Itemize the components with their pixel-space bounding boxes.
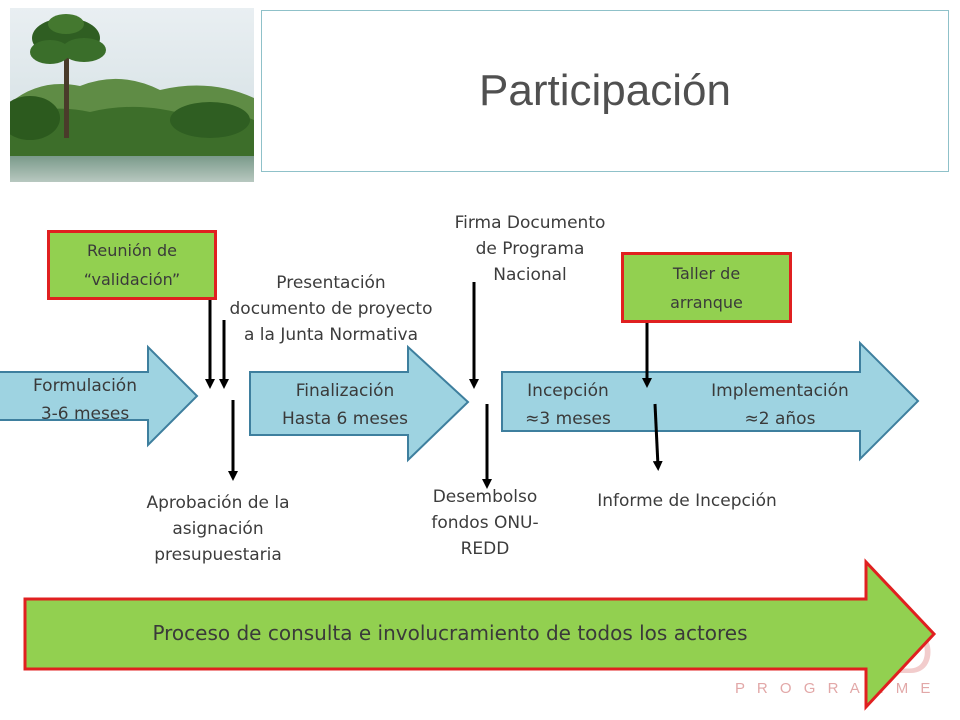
arrow-incepcion-implementacion bbox=[501, 340, 920, 462]
event-presentacion-line2: documento de proyecto bbox=[229, 299, 433, 319]
arrow-finalizacion bbox=[249, 344, 470, 463]
stage-formulacion-line1: Formulación bbox=[33, 376, 137, 396]
stage-implementacion: Implementación ≈2 años bbox=[690, 377, 870, 433]
event-informe-line1: Informe de Incepción bbox=[597, 491, 777, 511]
stage-finalizacion: Finalización Hasta 6 meses bbox=[270, 377, 420, 433]
event-taller-line2: arranque bbox=[670, 292, 743, 312]
event-aprobacion: Aprobación de la asignación presupuestar… bbox=[118, 490, 318, 568]
event-reunion-line1: Reunión de bbox=[87, 241, 177, 260]
event-reunion-box: Reunión de “validación” bbox=[47, 230, 217, 300]
stage-implementacion-line2: ≈2 años bbox=[744, 409, 816, 429]
event-desembolso-line2: fondos ONU- bbox=[431, 513, 539, 533]
stage-finalizacion-line1: Finalización bbox=[295, 381, 395, 401]
event-firma-line3: Nacional bbox=[493, 265, 567, 285]
event-aprobacion-line3: presupuestaria bbox=[154, 545, 282, 565]
event-aprobacion-line1: Aprobación de la bbox=[146, 493, 290, 513]
event-firma-line2: de Programa bbox=[475, 239, 585, 259]
event-presentacion: Presentación documento de proyecto a la … bbox=[206, 270, 456, 348]
event-aprobacion-line2: asignación bbox=[172, 519, 264, 539]
event-taller-box: Taller de arranque bbox=[621, 252, 792, 323]
stage-incepcion-line1: Incepción bbox=[527, 381, 609, 401]
event-desembolso-line3: REDD bbox=[460, 539, 510, 559]
event-presentacion-line1: Presentación bbox=[276, 273, 386, 293]
stage-incepcion-line2: ≈3 meses bbox=[525, 409, 611, 429]
line-informe bbox=[652, 403, 663, 471]
event-presentacion-line3: a la Junta Normativa bbox=[243, 325, 419, 345]
title-box: Participación bbox=[261, 10, 949, 172]
consulta-label: Proceso de consulta e involucramiento de… bbox=[152, 621, 748, 645]
stage-formulacion-line2: 3-6 meses bbox=[40, 404, 130, 424]
event-desembolso-line1: Desembolso bbox=[432, 487, 538, 507]
event-desembolso: Desembolso fondos ONU- REDD bbox=[405, 484, 565, 562]
stage-formulacion: Formulación 3-6 meses bbox=[20, 372, 150, 428]
stage-implementacion-line1: Implementación bbox=[711, 381, 849, 401]
page-title: Participación bbox=[479, 66, 731, 115]
event-informe: Informe de Incepción bbox=[572, 488, 802, 514]
event-reunion-line2: “validación” bbox=[83, 270, 181, 289]
stage-incepcion: Incepción ≈3 meses bbox=[508, 377, 628, 433]
event-firma-line1: Firma Documento bbox=[454, 213, 606, 233]
stage-finalizacion-line2: Hasta 6 meses bbox=[282, 409, 408, 429]
event-taller-line1: Taller de bbox=[672, 263, 741, 283]
event-firma: Firma Documento de Programa Nacional bbox=[425, 210, 635, 288]
arrow-formulacion bbox=[0, 344, 199, 448]
forest-photo-icon bbox=[10, 8, 254, 182]
arrow-consulta bbox=[23, 558, 937, 711]
